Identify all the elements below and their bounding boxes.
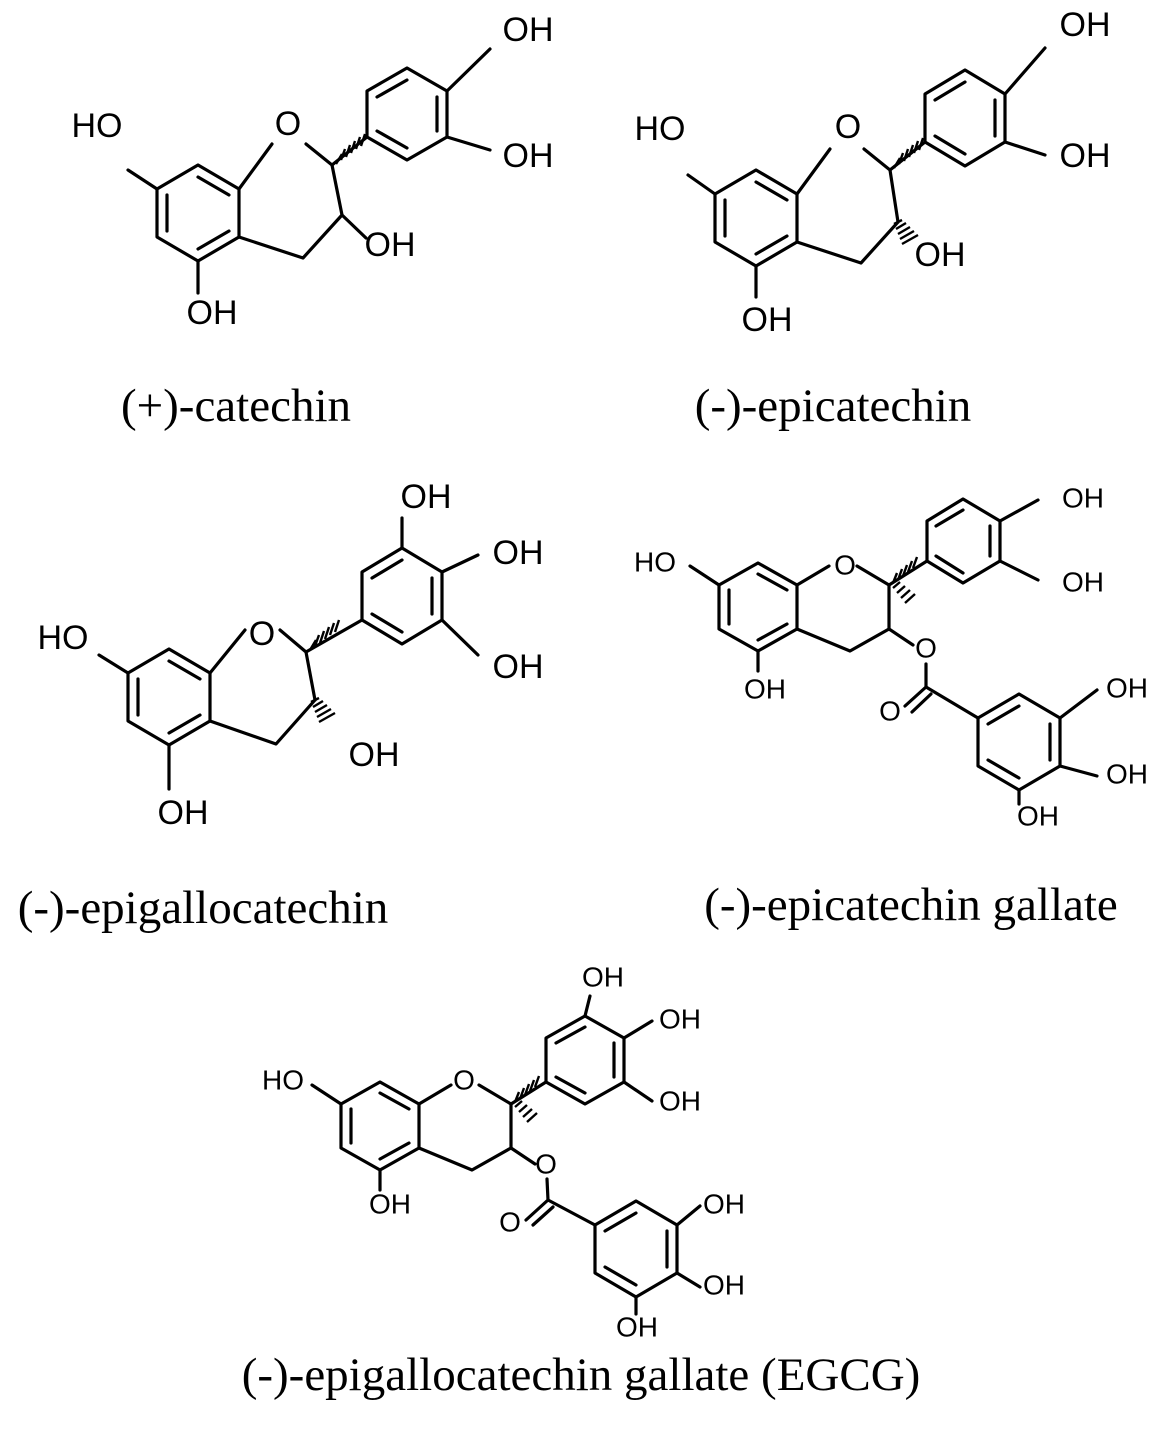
hydroxyl-5-label: OH xyxy=(158,794,209,832)
hydroxyl-b3-label: OH xyxy=(659,1003,701,1034)
hydroxyl-g4-label: OH xyxy=(703,1269,745,1300)
hydroxyl-5-label: OH xyxy=(742,301,793,339)
hydroxyl-g5-label: OH xyxy=(1017,800,1059,831)
hydroxyl-7-label: HO xyxy=(262,1064,304,1095)
ring-oxygen-label: O xyxy=(453,1064,475,1095)
hydroxyl-7-label: HO xyxy=(72,107,123,145)
hydroxyl-b4-label: OH xyxy=(1060,6,1111,44)
epigallocatechin-bonds xyxy=(97,516,480,791)
hydroxyl-7-label: HO xyxy=(38,619,89,657)
hydroxyl-b4-label: OH xyxy=(582,961,624,992)
hydroxyl-b5-label: OH xyxy=(659,1085,701,1116)
egcg-structure: O HO OH O O OH OH OH OH OH OH xyxy=(262,961,745,1342)
epicatechin-caption: (-)-epicatechin xyxy=(695,380,972,432)
hydroxyl-b3-label: OH xyxy=(503,137,554,175)
hydroxyl-g3-label: OH xyxy=(703,1188,745,1219)
hydroxyl-g3-label: OH xyxy=(1106,672,1148,703)
hydroxyl-b3-label: OH xyxy=(493,534,544,572)
epicatechin-gallate-structure: O HO OH O O OH OH OH OH OH xyxy=(634,482,1148,831)
hydroxyl-b3-label: OH xyxy=(1062,566,1104,597)
hydroxyl-g4-label: OH xyxy=(1106,758,1148,789)
ester-oxygen-label: O xyxy=(535,1148,557,1179)
hydroxyl-5-label: OH xyxy=(744,673,786,704)
epicatechin-structure: O HO OH OH OH OH xyxy=(635,6,1111,339)
carbonyl-oxygen-label: O xyxy=(879,695,901,726)
catechin-bonds xyxy=(126,47,492,295)
hydroxyl-b4-label: OH xyxy=(503,11,554,49)
ring-oxygen-label: O xyxy=(835,108,861,146)
hydroxyl-5-label: OH xyxy=(187,294,238,332)
hydroxyl-3-label: OH xyxy=(365,226,416,264)
hydroxyl-b5-label: OH xyxy=(493,648,544,686)
hydroxyl-b3-label: OH xyxy=(1060,137,1111,175)
hydroxyl-3-label: OH xyxy=(915,236,966,274)
hydroxyl-7-label: HO xyxy=(635,110,686,148)
ester-oxygen-label: O xyxy=(915,632,937,663)
hydroxyl-3-label: OH xyxy=(349,736,400,774)
egcg-caption: (-)-epigallocatechin gallate (EGCG) xyxy=(242,1349,921,1401)
epicatechin-gallate-caption: (-)-epicatechin gallate xyxy=(704,879,1118,931)
ring-oxygen-label: O xyxy=(834,549,856,580)
epicatechin-bonds xyxy=(686,46,1047,299)
epigallocatechin-caption: (-)-epigallocatechin xyxy=(18,882,389,934)
hydroxyl-7-label: HO xyxy=(634,546,676,577)
ring-oxygen-label: O xyxy=(249,615,275,653)
catechin-structure: O HO OH OH OH OH xyxy=(72,11,554,332)
epicatechin-gallate-bonds xyxy=(688,497,1099,806)
hydroxyl-b4-label: OH xyxy=(401,478,452,516)
hydroxyl-b4-label: OH xyxy=(1062,482,1104,513)
carbonyl-oxygen-label: O xyxy=(499,1206,521,1237)
catechin-caption: (+)-catechin xyxy=(121,380,351,432)
ring-oxygen-label: O xyxy=(275,105,301,143)
hydroxyl-5-label: OH xyxy=(369,1188,411,1219)
egcg-bonds xyxy=(310,994,702,1316)
hydroxyl-g5-label: OH xyxy=(616,1311,658,1342)
epigallocatechin-structure: O HO OH OH OH OH OH xyxy=(38,478,544,832)
